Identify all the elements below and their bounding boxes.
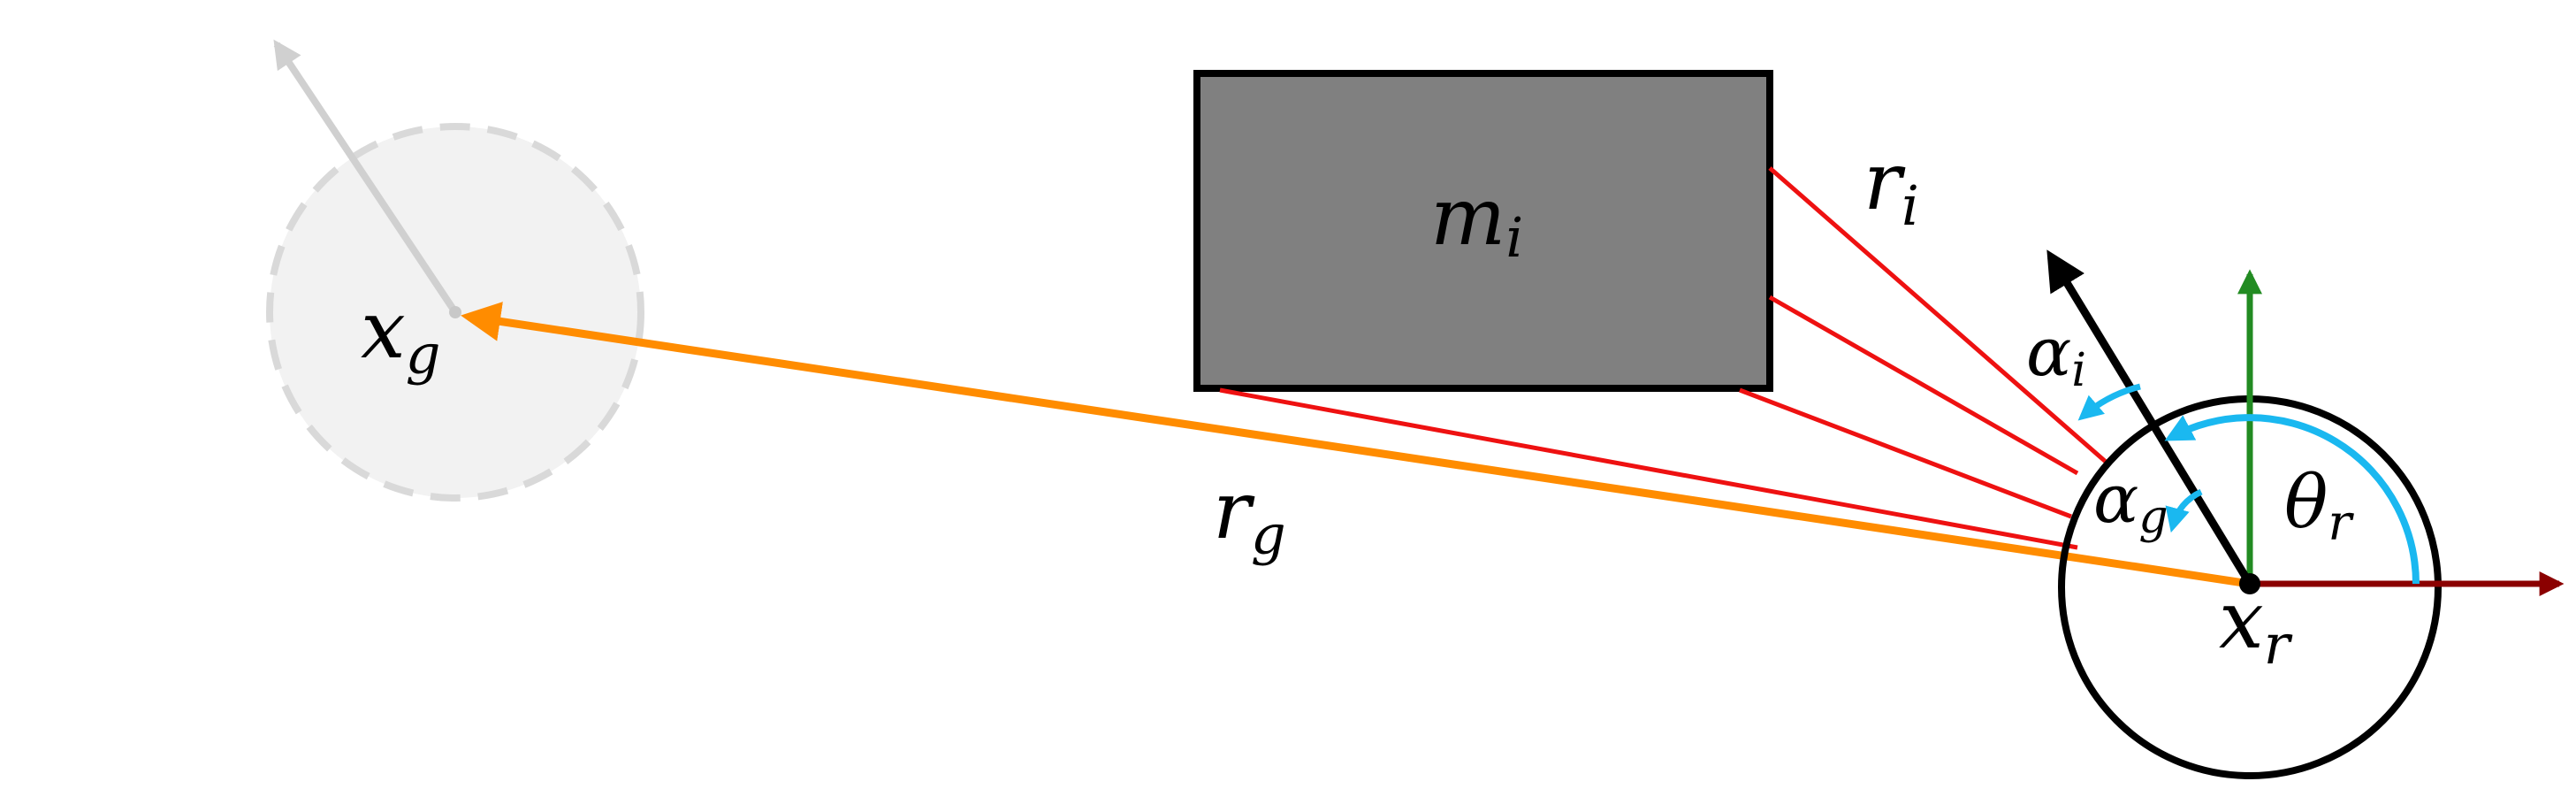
obstacle-angle-arc <box>2077 383 2141 421</box>
heading-angle-arc <box>2164 414 2420 585</box>
ray-line <box>1739 387 2072 519</box>
obstacle-box <box>1193 70 1773 392</box>
obstacle-angle-label: αi <box>2026 312 2086 397</box>
obstacle-label: mi <box>1430 171 1523 270</box>
goal-heading-arrow <box>273 39 459 315</box>
goal-vector-arrow <box>461 302 2251 588</box>
goal-angle-label: αg <box>2093 459 2168 544</box>
ray-obstacle-label: ri <box>1863 135 1919 238</box>
ray-goal-label: rg <box>1213 464 1286 567</box>
goal-region <box>266 39 644 502</box>
ray-line <box>1219 387 2078 550</box>
robot-label: xr <box>2219 574 2293 677</box>
robot-center-point <box>2239 573 2260 594</box>
goal-label: xg <box>361 284 440 387</box>
goal-angle-arc <box>2165 488 2203 533</box>
heading-angle-label: θr <box>2284 461 2354 552</box>
ray-line <box>1768 166 2107 463</box>
obstacle-rays <box>1219 166 2107 550</box>
goal-point <box>449 306 461 318</box>
ray-line <box>1768 295 2079 476</box>
robot-heading-arrow <box>2046 249 2253 586</box>
